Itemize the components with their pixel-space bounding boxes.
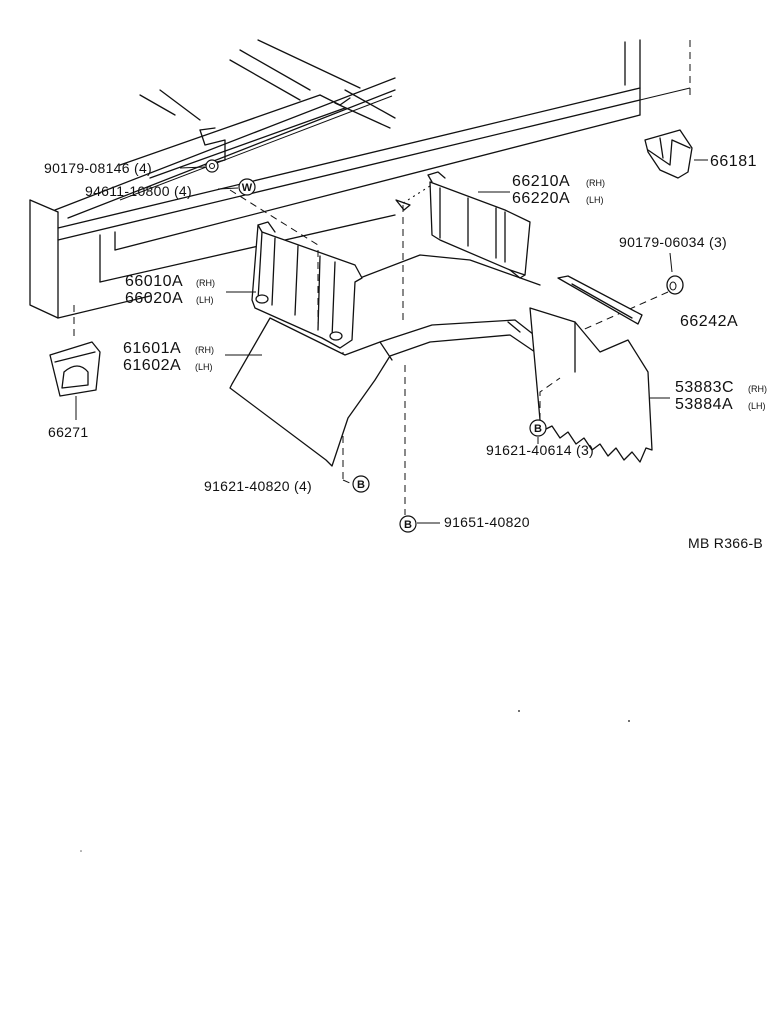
part-66010A-bracket bbox=[251, 221, 363, 349]
leader-94611-10800 bbox=[217, 187, 239, 190]
label-53883C: 53883C bbox=[675, 379, 734, 396]
dashed-line-upper-left bbox=[229, 189, 319, 246]
label-66010A: 66010A bbox=[125, 273, 183, 290]
dashed-line-b2 bbox=[342, 479, 353, 485]
marker-b-1: B bbox=[529, 419, 547, 437]
svg-text:W: W bbox=[242, 182, 253, 194]
label-66220A: 66220A bbox=[512, 190, 570, 207]
svg-text:B: B bbox=[404, 519, 412, 531]
label-90179-08146: 90179-08146 (4) bbox=[44, 160, 152, 176]
label-91621-40820: 91621-40820 (4) bbox=[204, 478, 312, 494]
label-66271: 66271 bbox=[48, 424, 88, 440]
marker-w: W bbox=[238, 178, 256, 196]
part-53883C-flap bbox=[529, 307, 653, 463]
label-61601A: 61601A bbox=[123, 340, 181, 357]
part-66181-bracket bbox=[644, 129, 693, 179]
label-66210A: 66210A bbox=[512, 173, 570, 190]
label-94611-10800: 94611-10800 (4) bbox=[85, 183, 192, 199]
part-66242A-stay bbox=[557, 275, 643, 325]
label-66220A-lh: (LH) bbox=[586, 195, 604, 205]
label-66020A: 66020A bbox=[125, 290, 183, 307]
svg-text:B: B bbox=[357, 479, 365, 491]
leader-90179-06034 bbox=[669, 252, 673, 273]
label-61602A-lh: (LH) bbox=[195, 362, 213, 372]
part-66210A-bracket bbox=[427, 171, 531, 279]
label-61602A: 61602A bbox=[123, 357, 181, 374]
label-53883C-rh: (RH) bbox=[748, 384, 767, 394]
scan-specks bbox=[80, 710, 630, 852]
label-66181: 66181 bbox=[710, 153, 757, 170]
diagram-code: MB R366-B bbox=[688, 535, 763, 551]
marker-b-3: B bbox=[399, 515, 417, 533]
leader-90179-08146 bbox=[179, 166, 206, 169]
dashed-line-flap-bolt bbox=[539, 377, 561, 420]
label-66242A: 66242A bbox=[680, 313, 738, 330]
part-66271-block bbox=[49, 341, 101, 397]
dotted-link-66210A bbox=[399, 185, 431, 206]
label-91651-40820: 91651-40820 bbox=[444, 514, 530, 530]
part-90179-06034-nut bbox=[666, 275, 684, 295]
label-53884A-lh: (LH) bbox=[748, 401, 766, 411]
label-66210A-rh: (RH) bbox=[586, 178, 605, 188]
label-66010A-rh: (RH) bbox=[196, 278, 215, 288]
clip-nut bbox=[395, 199, 411, 211]
label-53884A: 53884A bbox=[675, 396, 733, 413]
part-90179-08146-nut bbox=[205, 159, 219, 173]
vehicle-body-outline bbox=[29, 39, 691, 319]
svg-text:B: B bbox=[534, 423, 542, 435]
marker-b-2: B bbox=[352, 475, 370, 493]
label-90179-06034: 90179-06034 (3) bbox=[619, 234, 727, 250]
label-61601A-rh: (RH) bbox=[195, 345, 214, 355]
label-66020A-lh: (LH) bbox=[196, 295, 214, 305]
label-91621-40614: 91621-40614 (3) bbox=[486, 442, 594, 458]
